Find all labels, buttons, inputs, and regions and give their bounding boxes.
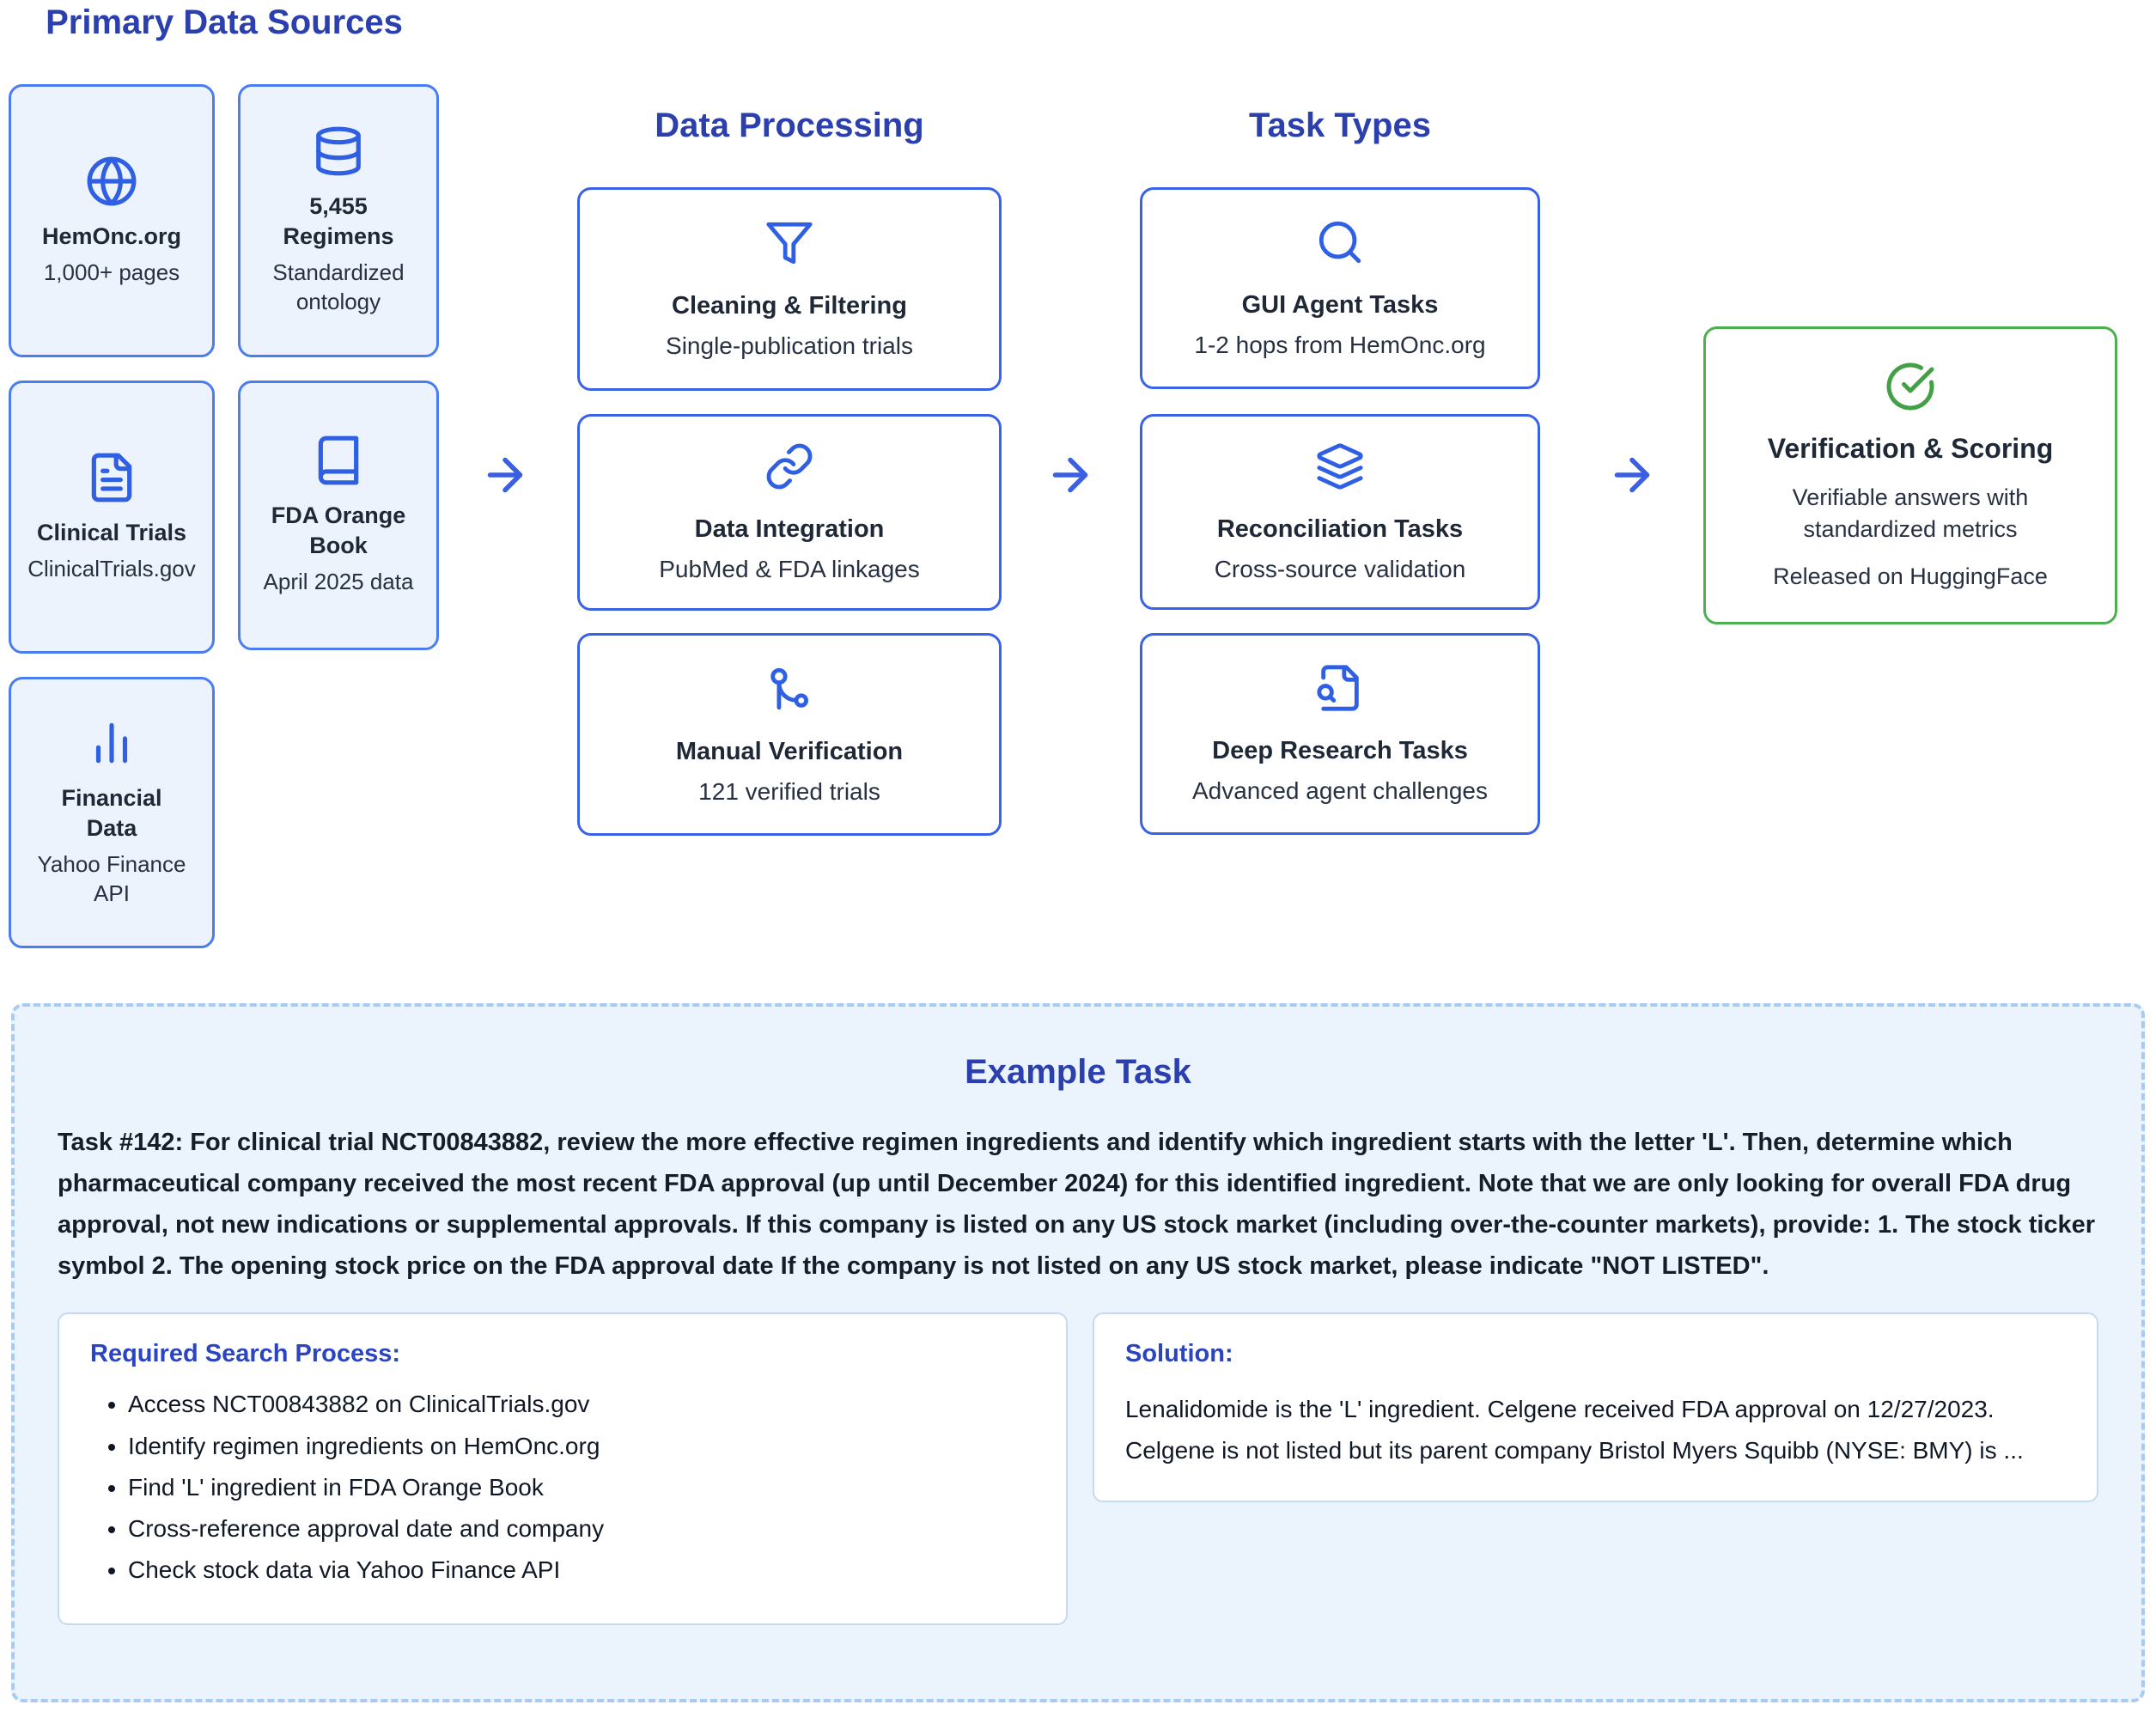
search-icon	[1319, 221, 1361, 264]
card-subtitle: 1,000+ pages	[43, 259, 180, 285]
card-title: GUI Agent Tasks	[1241, 291, 1439, 319]
card-title: Financial Data	[61, 785, 162, 842]
verification-scoring-card: Verification & Scoring Verifiable answer…	[1703, 326, 2117, 624]
processing-card-manual-verification: Manual Verification 121 verified trials	[577, 633, 1002, 836]
card-release-note: Released on HuggingFace	[1773, 563, 2048, 589]
task-card-reconciliation: Reconciliation Tasks Cross-source valida…	[1140, 414, 1540, 610]
layers-icon	[1317, 442, 1363, 490]
source-card-financial: Financial Data Yahoo Finance API	[9, 677, 215, 948]
arrow-right-icon	[1606, 449, 1658, 501]
source-card-hemonc: HemOnc.org 1,000+ pages	[9, 84, 215, 357]
required-search-process-box: Required Search Process: Access NCT00843…	[58, 1312, 1068, 1626]
card-title: Verification & Scoring	[1767, 433, 2054, 465]
card-subtitle: Advanced agent challenges	[1191, 777, 1489, 804]
solution-title: Solution:	[1124, 1340, 1233, 1368]
card-title: Data Integration	[694, 515, 885, 543]
source-card-regimens: 5,455 Regimens Standardized ontology	[238, 84, 439, 357]
document-icon	[91, 453, 132, 502]
card-title: HemOnc.org	[41, 222, 182, 249]
link-icon	[766, 443, 813, 490]
check-circle-icon	[1886, 362, 1934, 411]
globe-icon	[87, 156, 137, 205]
arrow-right-icon	[479, 449, 531, 501]
source-card-orange-book: FDA Orange Book April 2025 data	[238, 381, 439, 650]
card-subtitle: Standardized ontology	[272, 259, 405, 315]
primary-data-sources-heading: Primary Data Sources	[46, 3, 403, 41]
task-description: Task #142: For clinical trial NCT0084388…	[58, 1129, 2096, 1280]
search-process-list: Access NCT00843882 on ClinicalTrials.gov…	[90, 1387, 1035, 1586]
task-types-heading: Task Types	[1249, 107, 1431, 144]
card-title: Deep Research Tasks	[1212, 737, 1468, 764]
card-description: Verifiable answers with standardized met…	[1792, 484, 2029, 542]
book-icon	[318, 435, 359, 485]
list-item: Cross-reference approval date and compan…	[128, 1512, 1035, 1545]
source-card-clinical-trials: Clinical Trials ClinicalTrials.gov	[9, 381, 215, 654]
solution-text: Lenalidomide is the 'L' ingredient. Celg…	[1124, 1396, 2024, 1464]
card-title: Cleaning & Filtering	[672, 292, 907, 320]
route-icon	[770, 667, 808, 709]
task-card-gui-agent: GUI Agent Tasks 1-2 hops from HemOnc.org	[1140, 187, 1540, 389]
card-subtitle: ClinicalTrials.gov	[27, 555, 196, 581]
arrow-right-icon	[1045, 449, 1096, 501]
card-subtitle: Cross-source validation	[1214, 555, 1466, 582]
card-title: Manual Verification	[675, 737, 904, 765]
card-subtitle: Yahoo Finance API	[37, 851, 186, 907]
solution-box: Solution: Lenalidomide is the 'L' ingred…	[1092, 1312, 2098, 1502]
card-subtitle: April 2025 data	[263, 569, 414, 595]
card-subtitle: Single-publication trials	[666, 332, 913, 359]
card-title: Reconciliation Tasks	[1216, 515, 1464, 543]
processing-card-integration: Data Integration PubMed & FDA linkages	[577, 414, 1002, 611]
task-card-deep-research: Deep Research Tasks Advanced agent chall…	[1140, 633, 1540, 835]
required-search-process-title: Required Search Process:	[90, 1340, 401, 1368]
example-detail-row: Required Search Process: Access NCT00843…	[58, 1312, 2098, 1626]
file-search-icon	[1317, 665, 1359, 711]
list-item: Access NCT00843882 on ClinicalTrials.gov	[128, 1387, 1035, 1421]
database-icon	[316, 126, 361, 176]
processing-card-cleaning: Cleaning & Filtering Single-publication …	[577, 187, 1002, 391]
bar-chart-icon	[95, 722, 128, 764]
card-subtitle: 121 verified trials	[698, 777, 880, 805]
example-task-heading: Example Task	[965, 1053, 1191, 1091]
card-title: Clinical Trials	[36, 519, 187, 545]
list-item: Check stock data via Yahoo Finance API	[128, 1553, 1035, 1586]
card-subtitle: PubMed & FDA linkages	[659, 556, 920, 582]
list-item: Find 'L' ingredient in FDA Orange Book	[128, 1470, 1035, 1504]
card-title: FDA Orange Book	[271, 502, 406, 559]
card-title: 5,455 Regimens	[283, 193, 394, 250]
example-task-panel: Example Task Task #142: For clinical tri…	[11, 1003, 2145, 1702]
list-item: Identify regimen ingredients on HemOnc.o…	[128, 1429, 1035, 1463]
card-subtitle: 1-2 hops from HemOnc.org	[1194, 332, 1486, 358]
data-processing-heading: Data Processing	[655, 107, 924, 144]
funnel-icon	[766, 222, 813, 265]
